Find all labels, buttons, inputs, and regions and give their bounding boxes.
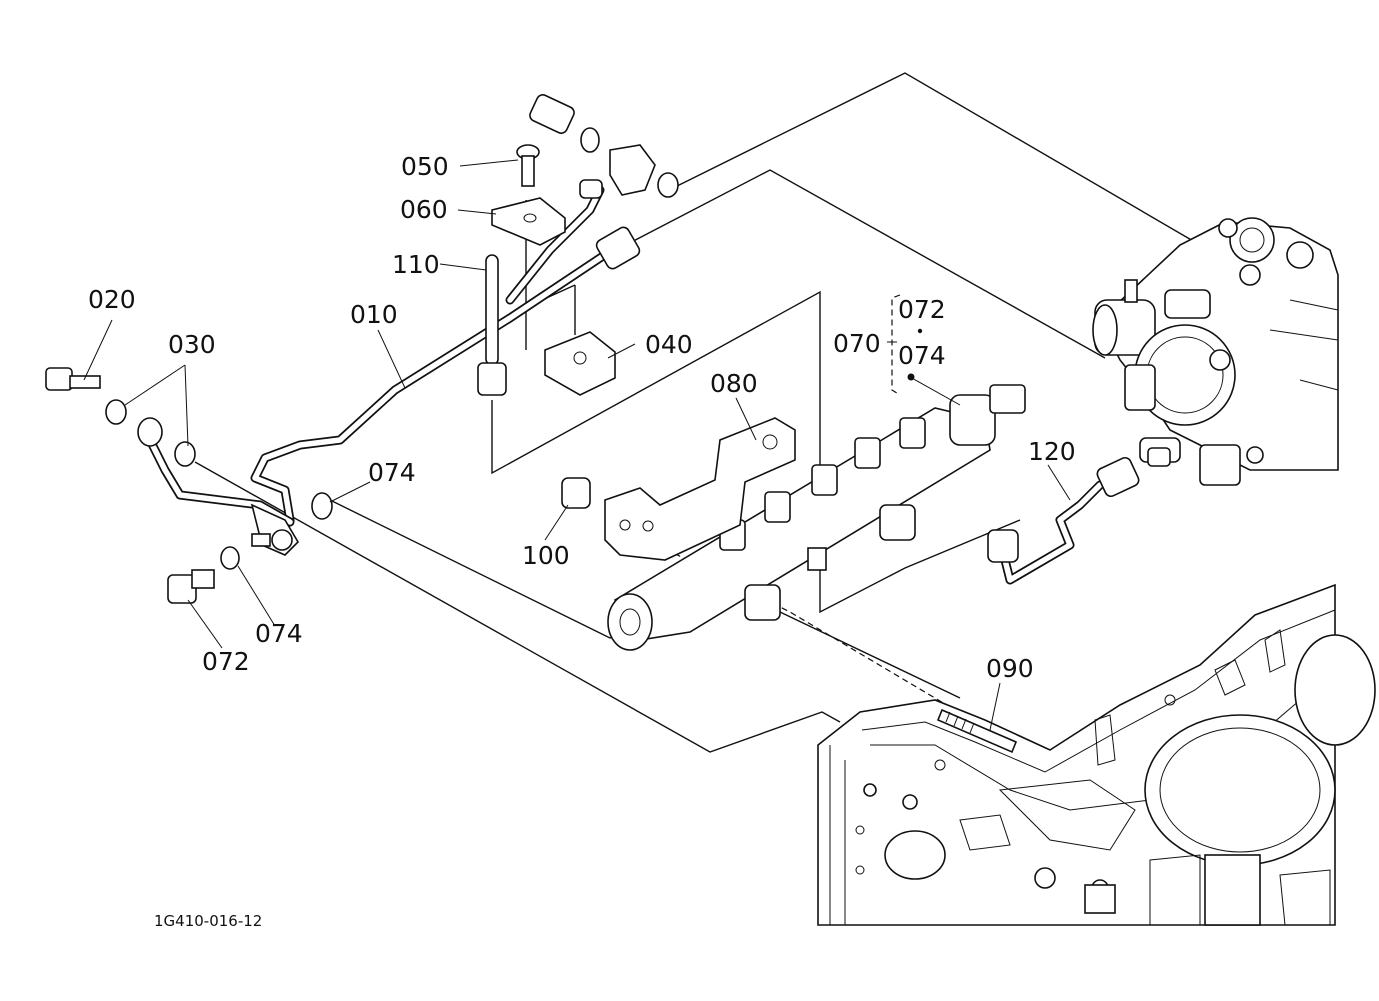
high-pressure-pipe <box>987 447 1171 585</box>
label-070-072: 072 <box>898 295 946 324</box>
label-074-lower: 074 <box>255 619 303 648</box>
washers-left <box>105 399 333 570</box>
label-040: 040 <box>645 330 693 359</box>
rail-bracket <box>604 417 796 561</box>
label-070: 070 <box>833 329 881 358</box>
leader-lines <box>83 159 1071 731</box>
label-070-074: 074 <box>898 341 946 370</box>
leak-off-pipe <box>477 254 507 396</box>
fuel-rail <box>607 384 1026 651</box>
pipe-clamp-lower <box>544 331 616 396</box>
top-fitting-assembly <box>529 94 679 199</box>
label-072: 072 <box>202 647 250 676</box>
collar <box>561 477 591 509</box>
engine-block <box>817 583 1376 926</box>
label-074-upper: 074 <box>368 458 416 487</box>
label-110: 110 <box>392 250 440 279</box>
stud-bolt <box>936 708 1018 754</box>
plug-bolt <box>167 533 271 604</box>
label-120: 120 <box>1028 437 1076 466</box>
label-010: 010 <box>350 300 398 329</box>
pipe-clamp-upper <box>491 197 566 246</box>
fuel-pipe-main <box>145 185 641 556</box>
label-050: 050 <box>401 152 449 181</box>
label-020: 020 <box>88 285 136 314</box>
supply-pump <box>1092 217 1339 486</box>
label-060: 060 <box>400 195 448 224</box>
part-labels: 010 020 030 040 050 060 070 072 074 072 … <box>88 152 1076 683</box>
clamp-screw <box>516 144 540 187</box>
diagram-code: 1G410-016-12 <box>154 912 262 930</box>
label-100: 100 <box>522 541 570 570</box>
label-030: 030 <box>168 330 216 359</box>
eye-bolt-left <box>45 367 101 391</box>
label-090: 090 <box>986 654 1034 683</box>
label-080: 080 <box>710 369 758 398</box>
